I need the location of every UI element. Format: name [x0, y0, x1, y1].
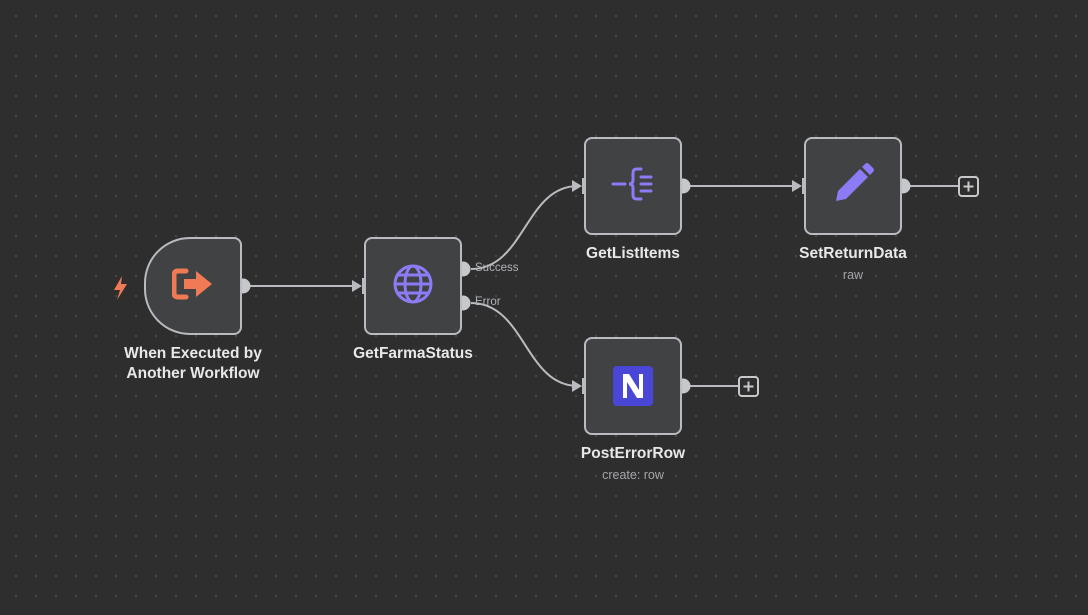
globe-icon [392, 263, 434, 310]
node-subtitle-setreturndata: raw [842, 268, 864, 282]
lightning-icon [114, 276, 127, 300]
edge-arrow-setreturndata [792, 180, 802, 192]
output-label-success: Success [475, 262, 519, 274]
edge-arrow-trigger [352, 280, 362, 292]
node-title-setreturndata: SetReturnData [799, 245, 907, 262]
node-getfarmastatus[interactable] [364, 237, 462, 335]
exit-arrow-icon [171, 267, 214, 306]
node-setreturndata[interactable] [804, 137, 902, 235]
add-node-button-posterrorrow[interactable] [738, 376, 759, 397]
edge-success-to-getlistitems[interactable] [470, 185, 579, 270]
add-node-button-setreturndata[interactable] [958, 176, 979, 197]
edge-arrow-posterrorrow [572, 380, 582, 392]
node-subtitle-posterrorrow: create: row [602, 468, 664, 482]
edge-arrow-getlistitems [572, 180, 582, 192]
node-title-trigger: When Executed by Another Workflow [108, 344, 278, 384]
node-title-getlistitems: GetListItems [586, 245, 680, 262]
edge-error-to-posterrorrow[interactable] [470, 302, 579, 387]
node-title-posterrorrow: PostErrorRow [580, 445, 686, 462]
node-getlistitems[interactable] [584, 137, 682, 235]
node-title-line-2: Another Workflow [126, 365, 260, 382]
node-title-getfarmastatus: GetFarmaStatus [353, 345, 473, 362]
node-trigger[interactable] [144, 237, 242, 335]
notion-icon [613, 366, 653, 406]
node-posterrorrow[interactable] [584, 337, 682, 435]
split-out-icon [611, 166, 655, 207]
node-title-line-1: When Executed by [124, 345, 262, 362]
output-label-error: Error [475, 296, 501, 308]
pencil-icon [832, 162, 874, 210]
